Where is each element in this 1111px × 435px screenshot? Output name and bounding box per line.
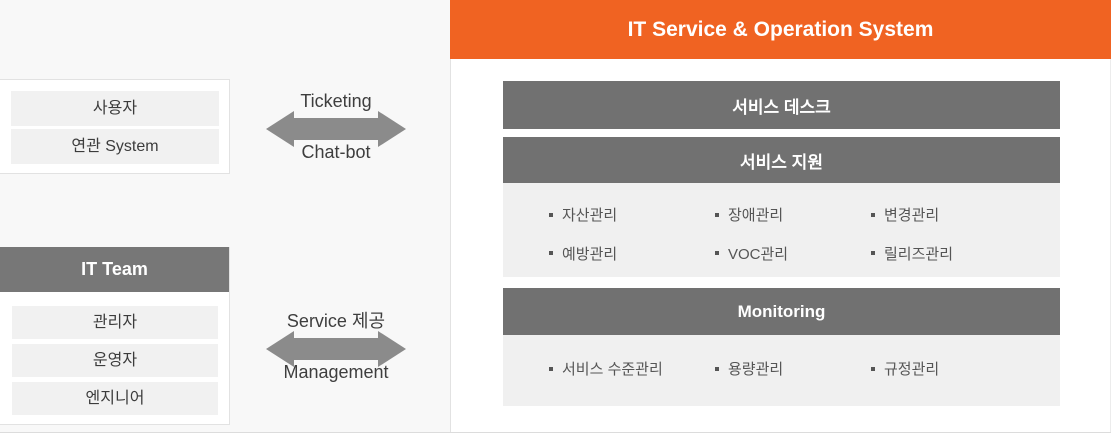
arrow-right-head-icon [378,111,406,147]
monitoring-item-capacity-mgmt: 용량관리 [715,354,871,385]
bullet-icon [549,366,553,371]
bullet-icon [715,251,719,256]
bullet-icon [549,212,553,217]
panel-title: IT Service & Operation System [450,0,1111,59]
panel-body: 서비스 데스크 서비스 지원 자산관리 장애관리 변경관리 예방관리 VOC관리… [450,59,1111,432]
support-item-label: 릴리즈관리 [884,245,954,263]
arrow-right-head-icon [378,331,406,367]
support-item-label: 변경관리 [884,207,940,224]
arrow-left-head-icon [266,111,294,147]
arrow-shaft [292,338,380,360]
connector1-bottom-label: Chat-bot [301,142,371,162]
section-bar-monitoring: Monitoring [503,288,1060,335]
monitoring-items: 서비스 수준관리 용량관리 규정관리 [503,335,1060,406]
it-team-header: IT Team [0,247,229,292]
bullet-icon [549,251,553,256]
team-item-operator: 운영자 [12,344,218,377]
monitoring-item-label: 서비스 수준관리 [562,361,663,378]
support-item-prevention-mgmt: 예방관리 [549,239,715,270]
bullet-icon [871,212,875,217]
connector2-bottom-label: Management [283,362,389,382]
double-arrow-icon [266,331,406,367]
service-support-items: 자산관리 장애관리 변경관리 예방관리 VOC관리 릴리즈관리 [503,183,1060,277]
connector2-top-label: Service 제공 [286,311,386,331]
monitoring-item-service-level-mgmt: 서비스 수준관리 [549,354,715,385]
double-arrow-icon [266,111,406,147]
bullet-icon [871,366,875,371]
it-team-items: 관리자 운영자 엔지니어 [0,292,229,415]
support-item-label: VOC관리 [728,245,789,263]
arrow-left-head-icon [266,331,294,367]
support-item-label: 예방관리 [562,245,618,263]
support-item-asset-mgmt: 자산관리 [549,200,715,231]
arrow-shaft [292,118,380,140]
section-bar-service-desk: 서비스 데스크 [503,81,1060,129]
support-item-label: 장애관리 [728,207,784,224]
users-box: 사용자 연관 System [0,79,230,174]
users-box-item-user: 사용자 [11,91,219,126]
support-item-change-mgmt: 변경관리 [871,200,1060,231]
it-team-box: IT Team 관리자 운영자 엔지니어 [0,247,230,425]
monitoring-item-compliance-mgmt: 규정관리 [871,354,1060,385]
monitoring-item-label: 용량관리 [728,361,784,378]
connector1-top-label: Ticketing [300,91,372,111]
support-item-label: 자산관리 [562,207,618,224]
section-bar-service-support: 서비스 지원 [503,137,1060,183]
team-item-manager: 관리자 [12,306,218,339]
page-bottom-edge [0,432,1111,435]
team-item-engineer: 엔지니어 [12,382,218,415]
monitoring-item-label: 규정관리 [884,361,940,378]
bullet-icon [715,212,719,217]
bullet-icon [715,366,719,371]
support-item-voc-mgmt: VOC관리 [715,239,871,270]
support-item-incident-mgmt: 장애관리 [715,200,871,231]
support-item-release-mgmt: 릴리즈관리 [871,239,1060,270]
users-box-item-related-system: 연관 System [11,129,219,164]
bullet-icon [871,251,875,256]
